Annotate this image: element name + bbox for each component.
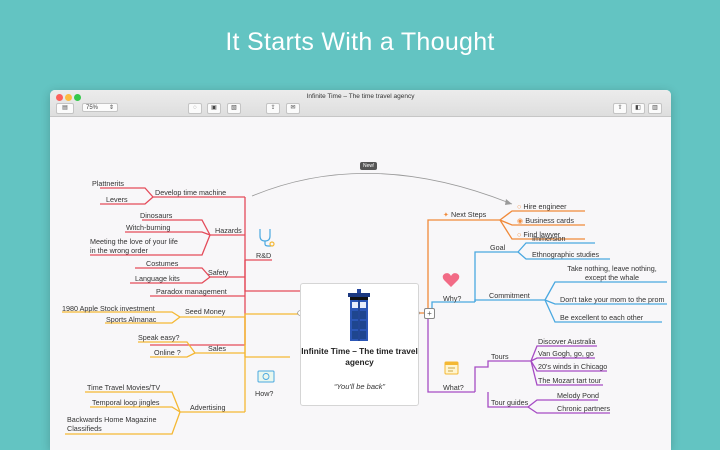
topic-find-lawyer[interactable]: ○ Find lawyer: [517, 230, 560, 239]
topic-next-steps[interactable]: ✦ Next Steps: [443, 210, 486, 219]
topic-temporal-loop[interactable]: Temporal loop jingles: [92, 398, 160, 407]
topic-hazards[interactable]: Hazards: [215, 226, 242, 235]
topic-goal[interactable]: Goal: [490, 243, 506, 252]
close-window-button[interactable]: [56, 94, 63, 101]
topic-sports-almanac[interactable]: Sports Almanac: [106, 315, 157, 324]
circle-icon: ○: [517, 230, 522, 239]
zoom-select[interactable]: 75% ⇕: [82, 103, 118, 112]
topic-rnd[interactable]: R&D: [256, 251, 272, 260]
mind-map-canvas[interactable]: New! Infinite Time – The time travel age…: [50, 117, 671, 450]
topic-how[interactable]: How?: [255, 389, 274, 398]
title-bar: Infinite Time – The time travel agency ▤…: [50, 90, 671, 117]
topic-develop-time-machine[interactable]: Develop time machine: [155, 188, 227, 197]
progress-half-icon: ◉: [517, 216, 524, 225]
topic-hire-engineer[interactable]: ○ Hire engineer: [517, 202, 567, 211]
topic-tour-guides[interactable]: Tour guides: [491, 398, 529, 407]
stethoscope-icon: [259, 229, 275, 247]
zoom-window-button[interactable]: [74, 94, 81, 101]
topic-take-nothing[interactable]: Take nothing, leave nothing, except the …: [567, 264, 657, 282]
topic-apple-stock[interactable]: 1980 Apple Stock investment: [62, 304, 155, 313]
topic-why[interactable]: Why?: [443, 294, 462, 303]
topic-be-excellent[interactable]: Be excellent to each other: [560, 313, 644, 322]
sidebar-toggle-icon[interactable]: ▤: [56, 103, 74, 114]
topic-sales[interactable]: Sales: [208, 344, 226, 353]
topic-mozart-tart[interactable]: The Mozart tart tour: [538, 376, 602, 385]
money-icon: [257, 370, 275, 383]
topic-backwards-home[interactable]: Backwards Home Magazine Classifieds: [67, 415, 157, 433]
share-up-icon[interactable]: ⇪: [266, 103, 280, 114]
topic-dinosaurs[interactable]: Dinosaurs: [140, 211, 173, 220]
central-subtitle: “You'll be back”: [333, 382, 386, 391]
mail-icon[interactable]: ✉: [286, 103, 300, 114]
focus-icon[interactable]: ◌: [188, 103, 202, 114]
topic-time-travel-movies[interactable]: Time Travel Movies/TV: [87, 383, 161, 392]
inspector-icon[interactable]: ◧: [631, 103, 645, 114]
central-topic[interactable]: Infinite Time – The time travel agency “…: [300, 283, 419, 406]
connector-lines: [62, 172, 667, 435]
find-lawyer-label: Find lawyer: [523, 230, 561, 239]
topic-paradox-management[interactable]: Paradox management: [156, 287, 227, 296]
style-icon[interactable]: ▣: [207, 103, 221, 114]
hero-title: It Starts With a Thought: [225, 28, 495, 56]
topic-commitment[interactable]: Commitment: [489, 291, 530, 300]
image-icon[interactable]: ▧: [227, 103, 241, 114]
window-title: Infinite Time – The time travel agency: [306, 93, 415, 100]
zoom-value: 75%: [86, 105, 99, 111]
topic-immersion[interactable]: Immersion: [532, 234, 566, 243]
next-steps-label: Next Steps: [451, 210, 487, 219]
business-cards-label: Business cards: [525, 216, 575, 225]
topic-20s-winds[interactable]: 20's winds in Chicago: [538, 362, 608, 371]
circle-icon: ○: [517, 202, 522, 211]
star-icon: ✦: [443, 210, 450, 219]
topic-chronic-partners[interactable]: Chronic partners: [557, 404, 611, 413]
topic-tours[interactable]: Tours: [491, 352, 509, 361]
add-topic-icon[interactable]: +: [424, 308, 435, 319]
heart-icon: [442, 273, 460, 287]
topic-speak-easy[interactable]: Speak easy?: [138, 333, 180, 342]
export-icon[interactable]: ⇧: [613, 103, 627, 114]
tardis-icon: [348, 289, 370, 341]
topic-online[interactable]: Online ?: [154, 348, 181, 357]
topic-language-kits[interactable]: Language kits: [135, 274, 180, 283]
topic-advertising[interactable]: Advertising: [190, 403, 226, 412]
topic-safety[interactable]: Safety: [208, 268, 229, 277]
central-title: Infinite Time – The time travel agency: [301, 346, 418, 367]
calendar-icon: [444, 361, 459, 375]
panel-icon[interactable]: ▥: [648, 103, 662, 114]
topic-what[interactable]: What?: [443, 383, 464, 392]
topic-meeting-love[interactable]: Meeting the love of your life in the wro…: [90, 237, 178, 255]
topic-ethnographic[interactable]: Ethnographic studies: [532, 250, 600, 259]
topic-discover-australia[interactable]: Discover Australia: [538, 337, 596, 346]
topic-business-cards[interactable]: ◉ Business cards: [517, 216, 574, 225]
topic-seed-money[interactable]: Seed Money: [185, 307, 226, 316]
minimize-window-button[interactable]: [65, 94, 72, 101]
topic-mom-prom[interactable]: Don't take your mom to the prom: [560, 295, 665, 304]
topic-melody-pond[interactable]: Melody Pond: [557, 391, 599, 400]
topic-plattnerits[interactable]: Plattnerits: [92, 179, 124, 188]
popover-badge[interactable]: New!: [360, 162, 378, 170]
topic-witch-burning[interactable]: Witch-burning: [126, 223, 171, 232]
app-window: Infinite Time – The time travel agency ▤…: [50, 90, 671, 450]
hire-engineer-label: Hire engineer: [523, 202, 567, 211]
topic-levers[interactable]: Levers: [106, 195, 128, 204]
topic-costumes[interactable]: Costumes: [146, 259, 179, 268]
topic-van-gogh[interactable]: Van Gogh, go, go: [538, 349, 594, 358]
chevron-updown-icon: ⇕: [108, 105, 114, 111]
